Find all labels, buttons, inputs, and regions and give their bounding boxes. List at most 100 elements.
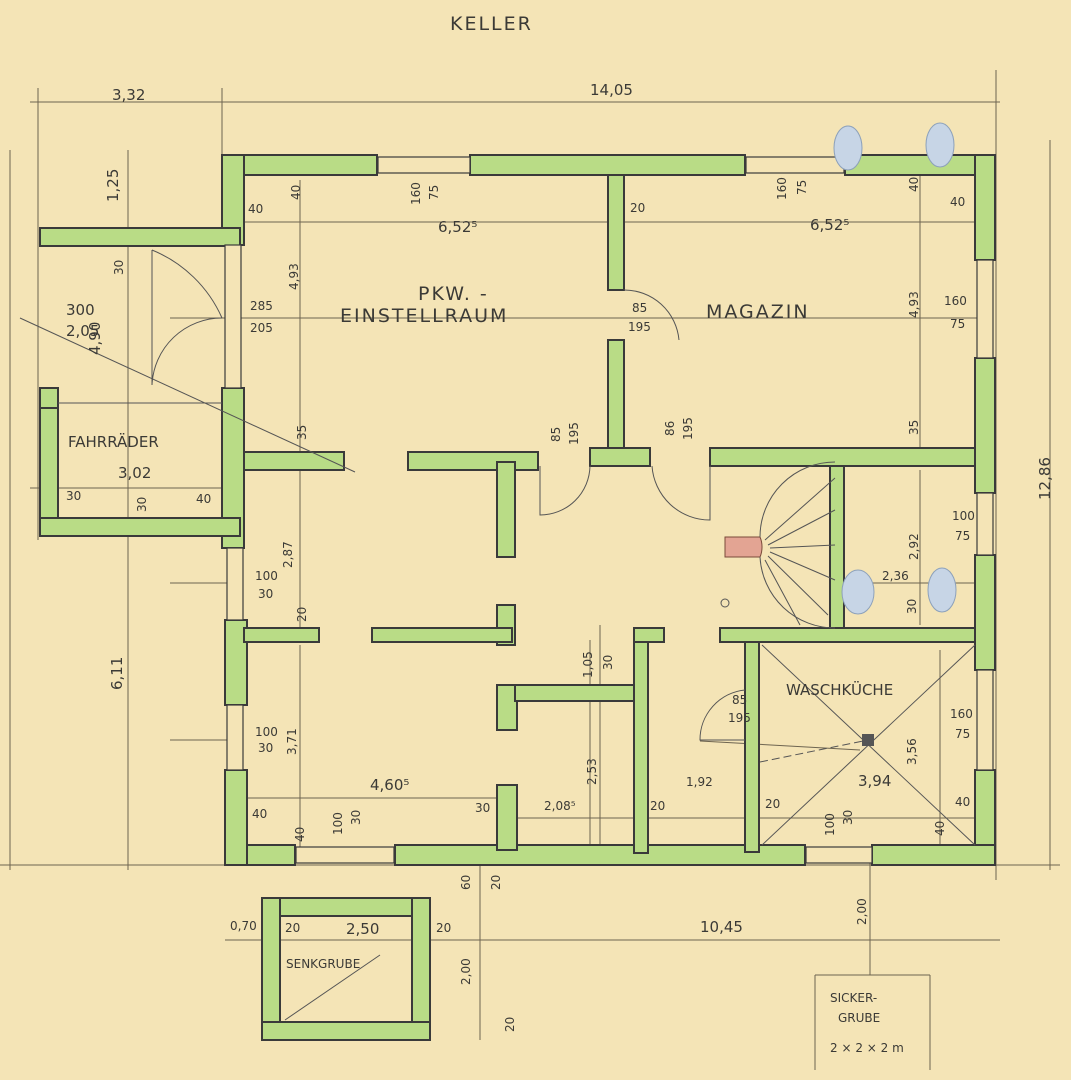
dim-label: 3,02 <box>118 464 151 482</box>
dim-label: 20 <box>765 797 780 811</box>
dim-label: 4,90 <box>86 322 104 355</box>
room-label-pkw: PKW. - <box>418 283 489 305</box>
dim-label: 100 <box>952 509 975 523</box>
dim-label: 75 <box>795 180 809 195</box>
dim-label: 4,93 <box>287 263 301 290</box>
room-label-sickergrube-3: 2 × 2 × 2 m <box>830 1041 904 1055</box>
dim-label: 20 <box>503 1017 517 1032</box>
dim-label: 2,05 <box>66 322 99 340</box>
dim-label: 40 <box>950 195 965 209</box>
dim-label: 20 <box>489 875 503 890</box>
dim-label: 35 <box>907 420 921 435</box>
dim-label: 3,32 <box>112 86 145 104</box>
dim-label: 1,92 <box>686 775 713 789</box>
dim-label: 30 <box>905 599 919 614</box>
dim-label: 160 <box>944 294 967 308</box>
staircase <box>720 461 836 629</box>
dim-label: 6,11 <box>108 657 126 690</box>
dim-label: 40 <box>289 185 303 200</box>
dim-label: 30 <box>258 587 273 601</box>
dim-label: 30 <box>475 801 490 815</box>
windows <box>224 156 994 864</box>
dim-label: 100 <box>823 813 837 836</box>
room-label-sickergrube-1: SICKER- <box>830 991 877 1005</box>
dimension-labels: 3,32 14,05 1,25 30 300 2,05 4,90 3,02 30… <box>66 81 1054 1032</box>
dim-label: 1,05 <box>581 651 595 678</box>
dim-label: 2,00 <box>855 898 869 925</box>
dim-label: 2,36 <box>882 569 909 583</box>
dim-label: 160 <box>409 182 423 205</box>
dim-label: 0,70 <box>230 919 257 933</box>
dim-label: 30 <box>258 741 273 755</box>
dim-label: 40 <box>248 202 263 216</box>
dim-label: 85 <box>549 427 563 442</box>
dim-label: 85 <box>732 693 747 707</box>
dim-label: 285 <box>250 299 273 313</box>
dim-label: 2,50 <box>346 920 379 938</box>
dim-label: 195 <box>681 417 695 440</box>
dim-label: 20 <box>285 921 300 935</box>
dim-label: 20 <box>650 799 665 813</box>
dim-label: 195 <box>628 320 651 334</box>
room-labels: PKW. - EINSTELLRAUM MAGAZIN FAHRRÄDER WA… <box>68 283 904 1055</box>
dim-label: 1,25 <box>104 169 122 202</box>
dim-label: 30 <box>841 810 855 825</box>
dim-label: 10,45 <box>700 918 743 936</box>
dim-label: 6,52⁵ <box>810 216 849 234</box>
room-label-magazin: MAGAZIN <box>706 301 810 323</box>
dim-label: 30 <box>349 810 363 825</box>
dim-label: 30 <box>66 489 81 503</box>
dim-label: 195 <box>728 711 751 725</box>
dim-label: 100 <box>255 725 278 739</box>
dim-label: 30 <box>601 655 615 670</box>
walls <box>39 154 996 1041</box>
dim-label: 12,86 <box>1036 457 1054 500</box>
room-label-einstellraum: EINSTELLRAUM <box>340 305 508 327</box>
dim-label: 40 <box>907 177 921 192</box>
dim-label: 86 <box>663 421 677 436</box>
dim-label: 40 <box>252 807 267 821</box>
dim-label: 160 <box>950 707 973 721</box>
dim-label: 30 <box>112 260 126 275</box>
dim-label: 3,56 <box>905 738 919 765</box>
dim-label: 20 <box>630 201 645 215</box>
dim-label: 75 <box>955 529 970 543</box>
dim-label: 300 <box>66 301 95 319</box>
dim-label: 195 <box>567 422 581 445</box>
dim-label: 205 <box>250 321 273 335</box>
dim-label: 3,94 <box>858 772 891 790</box>
doors <box>19 249 746 741</box>
dim-label: 2,08⁵ <box>544 799 576 813</box>
room-label-senkgrube: SENKGRUBE <box>286 957 360 971</box>
dim-label: 75 <box>427 185 441 200</box>
dim-label: 35 <box>295 425 309 440</box>
dim-label: 75 <box>950 317 965 331</box>
paper-blots <box>833 122 957 615</box>
room-label-waschkueche: WASCHKÜCHE <box>786 680 893 699</box>
dim-label: 2,53 <box>585 758 599 785</box>
dim-label: 20 <box>295 607 309 622</box>
dim-label: 160 <box>775 177 789 200</box>
dim-label: 100 <box>255 569 278 583</box>
dim-label: 60 <box>459 875 473 890</box>
dim-label: 2,87 <box>281 541 295 568</box>
dim-label: 40 <box>293 827 307 842</box>
room-label-fahrraeder: FAHRRÄDER <box>68 432 159 451</box>
dim-label: 4,93 <box>907 291 921 318</box>
dim-label: 4,60⁵ <box>370 776 409 794</box>
waschkueche-drain <box>284 644 976 1021</box>
dim-label: 40 <box>933 821 947 836</box>
dim-label: 100 <box>331 812 345 835</box>
dim-label: 85 <box>632 301 647 315</box>
dim-label: 2,92 <box>907 533 921 560</box>
dim-label: 20 <box>436 921 451 935</box>
dim-label: 30 <box>135 497 149 512</box>
dim-label: 6,52⁵ <box>438 218 477 236</box>
dim-label: 40 <box>955 795 970 809</box>
dim-label: 40 <box>196 492 211 506</box>
dim-label: 14,05 <box>590 81 633 99</box>
dim-label: 75 <box>955 727 970 741</box>
plan-title: KELLER <box>450 13 533 35</box>
room-label-sickergrube-2: GRUBE <box>838 1011 880 1025</box>
